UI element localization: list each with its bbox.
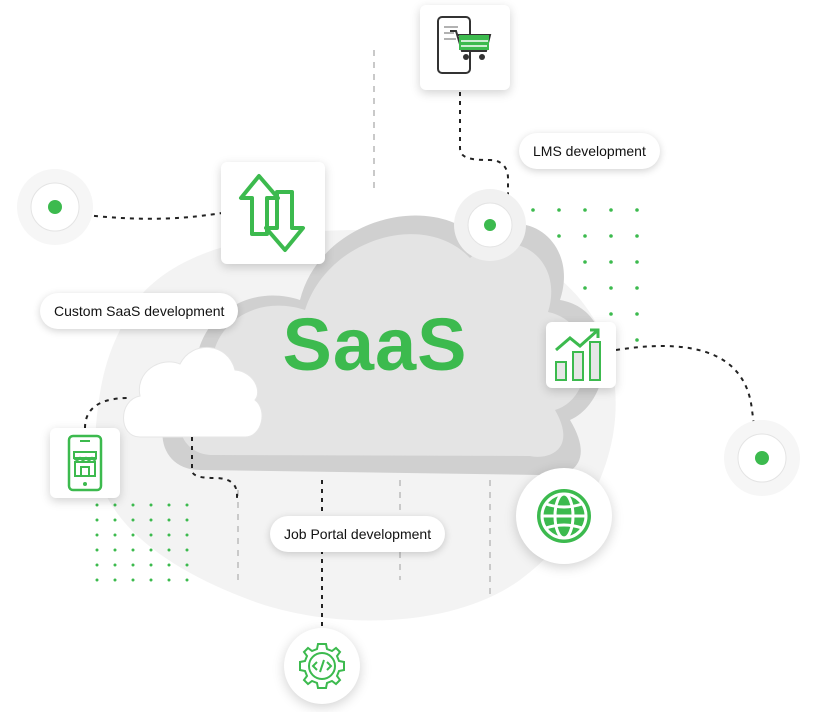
dot-grid-left [95, 503, 189, 582]
growth-chart-icon [546, 322, 616, 388]
node-center-top [454, 189, 526, 261]
shopping-cart-phone-icon [420, 5, 510, 90]
diagram-title: SaaS [282, 303, 468, 386]
up-down-arrows-icon [221, 162, 325, 264]
label-custom-saas: Custom SaaS development [40, 293, 239, 329]
label-job-portal: Job Portal development [270, 516, 446, 552]
mobile-store-icon [50, 428, 120, 498]
code-gear-icon [284, 628, 360, 704]
label-lms: LMS development [519, 133, 660, 169]
node-right [724, 420, 800, 496]
globe-icon [516, 468, 612, 564]
small-cloud [123, 347, 263, 438]
main-cloud [162, 215, 605, 477]
node-left [17, 169, 93, 245]
connector-lines [84, 92, 755, 640]
